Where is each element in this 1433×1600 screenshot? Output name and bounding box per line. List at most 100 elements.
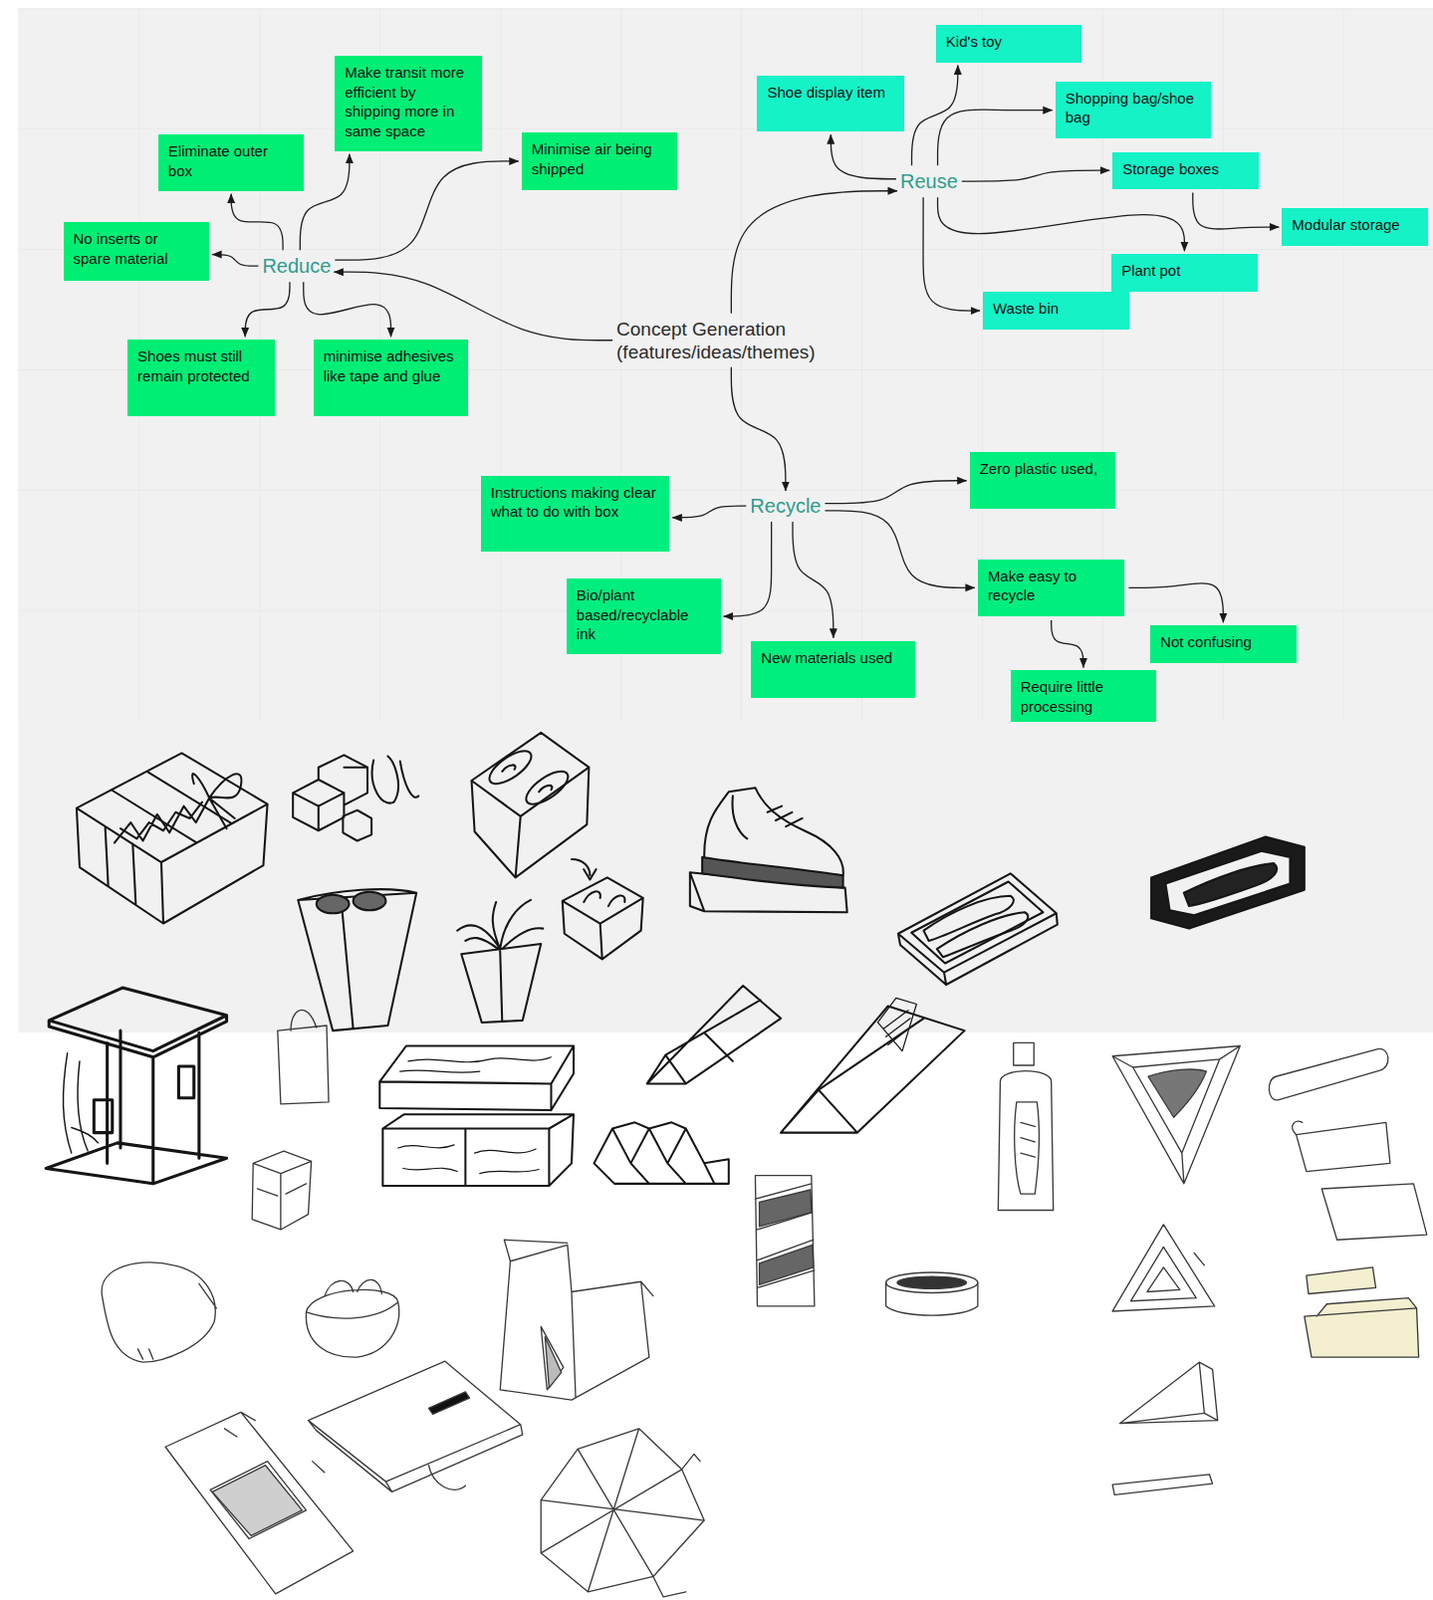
connector-arrow bbox=[231, 194, 283, 251]
drawstring-bag-sketch bbox=[101, 1262, 400, 1363]
connector-arrow bbox=[938, 109, 1053, 166]
box-net-outline bbox=[540, 1429, 705, 1598]
shoe-stand-sketch bbox=[690, 787, 848, 913]
zigzag-outline bbox=[594, 1122, 729, 1184]
central-topic: Concept Generation (features/ideas/theme… bbox=[616, 317, 872, 364]
connector-arrow bbox=[730, 191, 898, 314]
node-text: Make transit more efficient by shipping … bbox=[344, 62, 473, 141]
idea-box: Zero plastic used, bbox=[969, 452, 1117, 509]
idea-box: Shoe display item bbox=[756, 75, 905, 132]
bottle-sketch bbox=[997, 1042, 1053, 1210]
folding-box-sketch bbox=[499, 1239, 654, 1401]
shoe-cavity bbox=[483, 744, 536, 790]
tote-bag-sketch bbox=[277, 1009, 329, 1105]
node-text: Concept Generation (features/ideas/theme… bbox=[616, 317, 872, 364]
node-text: Make easy to recycle bbox=[987, 566, 1116, 606]
shoe-shape bbox=[316, 895, 350, 914]
node-text: Shoes must still remain protected bbox=[137, 346, 265, 386]
node-text: Reduce bbox=[261, 253, 331, 278]
connector-arrow bbox=[244, 281, 290, 337]
insert-box-sketch bbox=[472, 732, 644, 960]
pot-outline bbox=[461, 944, 541, 1023]
stand-outline bbox=[1119, 1362, 1217, 1424]
idea-box: Shoes must still remain protected bbox=[127, 339, 275, 417]
node-text: New materials used bbox=[760, 648, 906, 669]
connector-arrow bbox=[1051, 620, 1084, 668]
lace-line bbox=[372, 755, 420, 803]
idea-box: Eliminate outer box bbox=[158, 134, 305, 191]
node-text: Plant pot bbox=[1121, 260, 1248, 281]
cube-outline bbox=[292, 754, 372, 841]
idea-box: Minimise air being shipped bbox=[521, 132, 678, 190]
theme-label: Reuse bbox=[900, 169, 958, 194]
node-text: Modular storage bbox=[1291, 215, 1419, 236]
idea-box: Storage boxes bbox=[1112, 152, 1259, 190]
idea-box: Require little processing bbox=[1010, 670, 1158, 722]
node-text: Recycle bbox=[749, 493, 821, 518]
node-text: Not confusing bbox=[1160, 632, 1287, 653]
wood-grain bbox=[398, 1057, 552, 1175]
shoe-tray-sketch bbox=[898, 873, 1058, 985]
flat-pack-sketch bbox=[165, 1361, 705, 1598]
connector-arrow bbox=[672, 505, 746, 518]
lace-line bbox=[732, 795, 803, 839]
bag-outline bbox=[101, 1262, 217, 1363]
tube-outline bbox=[1268, 1048, 1389, 1101]
cube-sketch bbox=[251, 1151, 311, 1230]
node-text: Waste bin bbox=[992, 298, 1120, 319]
idea-box: Kid's toy bbox=[936, 24, 1083, 63]
sheet-outline bbox=[1321, 1184, 1428, 1240]
column-band bbox=[759, 1190, 814, 1285]
triangle-box-sketch bbox=[1112, 1045, 1240, 1495]
connector-arrow bbox=[730, 367, 786, 491]
connector-arrow bbox=[303, 281, 392, 337]
connector-arrow bbox=[333, 271, 613, 341]
shoe-cavity bbox=[520, 765, 573, 811]
node-text: Shopping bag/shoe bag bbox=[1065, 88, 1201, 128]
column-outline bbox=[754, 1176, 814, 1307]
box-shade bbox=[544, 1337, 561, 1389]
twisted-column-sketch bbox=[754, 1176, 977, 1316]
flat-box bbox=[1304, 1298, 1420, 1358]
folder-shade bbox=[212, 1465, 302, 1537]
connector-arrow bbox=[723, 521, 772, 617]
cube-pieces-sketch bbox=[292, 754, 419, 841]
idea-box: Make easy to recycle bbox=[977, 559, 1126, 617]
idea-box: No inserts or spare material bbox=[63, 222, 211, 280]
flat-piece bbox=[1112, 1474, 1212, 1495]
idea-box: New materials used bbox=[750, 641, 916, 699]
bag-outline bbox=[305, 1279, 399, 1358]
connector-arrow bbox=[334, 161, 518, 260]
connector-arrow bbox=[792, 521, 834, 639]
node-text: minimise adhesives like tape and glue bbox=[323, 346, 460, 386]
box-window bbox=[1165, 851, 1290, 917]
node-text: Eliminate outer box bbox=[168, 141, 295, 181]
prism-outline bbox=[780, 1006, 964, 1134]
theme-label: Reduce bbox=[261, 253, 331, 278]
shoe-shape bbox=[353, 892, 387, 911]
idea-box: minimise adhesives like tape and glue bbox=[313, 339, 470, 417]
triangle-outline bbox=[1112, 1045, 1240, 1184]
ring-top bbox=[886, 1272, 978, 1293]
idea-box: Not confusing bbox=[1150, 625, 1297, 664]
folded-sheet-sketch bbox=[594, 1122, 729, 1184]
connector-arrow bbox=[961, 170, 1110, 182]
connector-arrow bbox=[830, 134, 897, 180]
tube-pack-sketch bbox=[1268, 1048, 1427, 1358]
idea-box: Waste bin bbox=[982, 291, 1130, 330]
idea-box: Modular storage bbox=[1281, 208, 1429, 246]
bottle-outline bbox=[997, 1042, 1053, 1210]
plant-pot-sketch bbox=[457, 900, 543, 1023]
window-box-sketch bbox=[1151, 836, 1305, 929]
prism-sketch bbox=[647, 985, 781, 1084]
connector-arrow bbox=[1128, 583, 1223, 623]
roll-outline bbox=[1292, 1121, 1391, 1172]
fold-arrow bbox=[312, 1461, 325, 1473]
node-text: Minimise air being shipped bbox=[531, 139, 668, 179]
detail-line bbox=[501, 764, 596, 880]
lace-line bbox=[114, 773, 242, 843]
node-text: Reuse bbox=[900, 169, 958, 194]
node-text: Require little processing bbox=[1020, 677, 1148, 717]
folder-outline bbox=[165, 1412, 354, 1594]
